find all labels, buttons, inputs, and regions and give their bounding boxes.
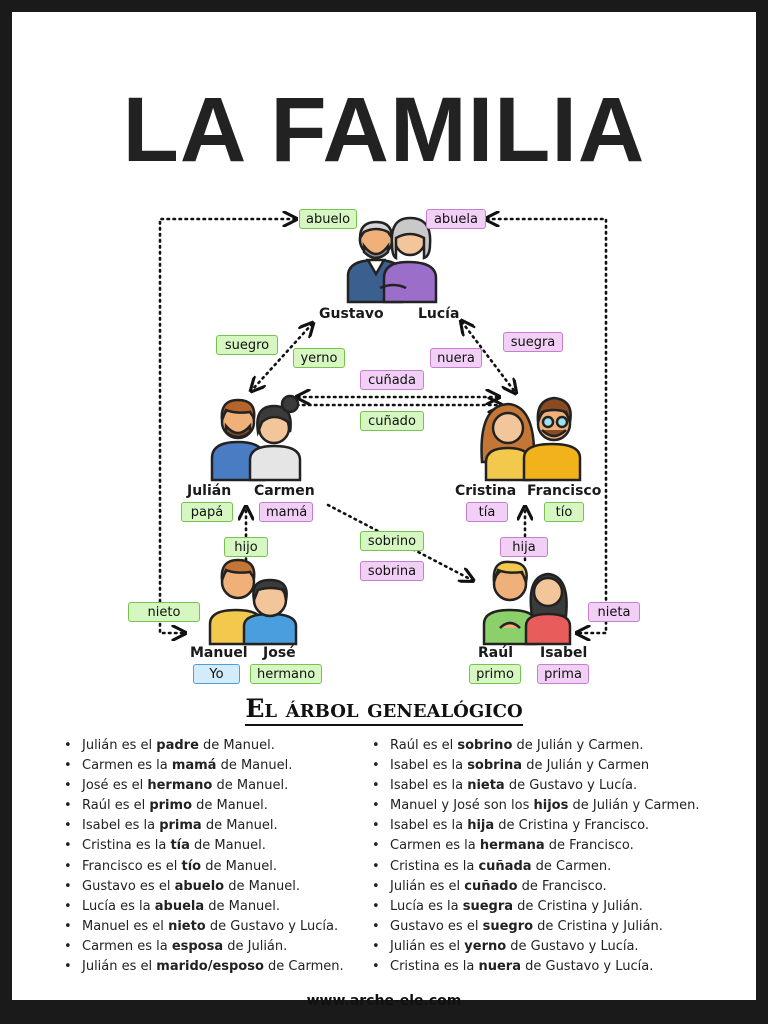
- list-item: Julián es el yerno de Gustavo y Lucía.: [372, 937, 700, 957]
- list-item: Carmen es la mamá de Manuel.: [64, 756, 344, 776]
- list-item: Gustavo es el abuelo de Manuel.: [64, 877, 344, 897]
- list-item: Raúl es el sobrino de Julián y Carmen.: [372, 736, 700, 756]
- name-lucia: Lucía: [418, 306, 460, 322]
- name-cristina: Cristina: [455, 483, 517, 499]
- list-item: Isabel es la sobrina de Julián y Carmen: [372, 756, 700, 776]
- list-item: Isabel es la nieta de Gustavo y Lucía.: [372, 776, 700, 796]
- tag-primo: primo: [469, 664, 521, 684]
- list-item: Manuel es el nieto de Gustavo y Lucía.: [64, 917, 344, 937]
- list-item: Gustavo es el suegro de Cristina y Juliá…: [372, 917, 700, 937]
- list-item: Cristina es la cuñada de Carmen.: [372, 857, 700, 877]
- tag-hermano: hermano: [250, 664, 322, 684]
- tag-papa: papá: [181, 502, 233, 522]
- footer-url: www.arche-ele.com: [306, 993, 462, 1009]
- list-item: Carmen es la esposa de Julián.: [64, 937, 344, 957]
- tag-suegra: suegra: [503, 332, 563, 352]
- tag-yo: Yo: [193, 664, 240, 684]
- tag-hijo: hijo: [224, 537, 268, 557]
- julian-carmen-icon: [210, 394, 302, 482]
- list-item: José es el hermano de Manuel.: [64, 776, 344, 796]
- list-item: Julián es el padre de Manuel.: [64, 736, 344, 756]
- name-carmen: Carmen: [254, 483, 315, 499]
- tag-abuela: abuela: [426, 209, 486, 229]
- list-item: Carmen es la hermana de Francisco.: [372, 836, 700, 856]
- tag-abuelo: abuelo: [299, 209, 357, 229]
- name-jose: José: [263, 645, 296, 661]
- right-sentence-list: Raúl es el sobrino de Julián y Carmen.Is…: [372, 736, 700, 977]
- tag-cunada: cuñada: [360, 370, 424, 390]
- tag-prima: prima: [537, 664, 589, 684]
- list-item: Lucía es la suegra de Cristina y Julián.: [372, 897, 700, 917]
- tag-tia: tía: [466, 502, 508, 522]
- tag-sobrina: sobrina: [360, 561, 424, 581]
- tag-nieta: nieta: [588, 602, 640, 622]
- name-francisco: Francisco: [527, 483, 602, 499]
- tag-tio: tío: [544, 502, 584, 522]
- cristina-francisco-icon: [480, 396, 582, 482]
- list-item: Raúl es el primo de Manuel.: [64, 796, 344, 816]
- name-raul: Raúl: [478, 645, 513, 661]
- list-item: Manuel y José son los hijos de Julián y …: [372, 796, 700, 816]
- tag-cunado: cuñado: [360, 411, 424, 431]
- raul-isabel-icon: [482, 560, 572, 646]
- grandparents-icon: [346, 216, 438, 304]
- list-item: Julián es el marido/esposo de Carmen.: [64, 957, 344, 977]
- section-subtitle: El árbol genealógico: [0, 694, 768, 726]
- list-item: Isabel es la hija de Cristina y Francisc…: [372, 816, 700, 836]
- tag-hija: hija: [500, 537, 548, 557]
- page-title: LA FAMILIA: [122, 79, 646, 181]
- name-isabel: Isabel: [540, 645, 588, 661]
- left-sentence-list: Julián es el padre de Manuel.Carmen es l…: [64, 736, 344, 977]
- tag-sobrino: sobrino: [360, 531, 424, 551]
- tag-mama: mamá: [259, 502, 313, 522]
- tag-nieto: nieto: [128, 602, 200, 622]
- list-item: Julián es el cuñado de Francisco.: [372, 877, 700, 897]
- name-julian: Julián: [187, 483, 232, 499]
- list-item: Cristina es la tía de Manuel.: [64, 836, 344, 856]
- list-item: Isabel es la prima de Manuel.: [64, 816, 344, 836]
- list-item: Francisco es el tío de Manuel.: [64, 857, 344, 877]
- list-item: Lucía es la abuela de Manuel.: [64, 897, 344, 917]
- name-gustavo: Gustavo: [319, 306, 384, 322]
- name-manuel: Manuel: [190, 645, 248, 661]
- manuel-jose-icon: [208, 558, 298, 646]
- tag-nuera: nuera: [430, 348, 482, 368]
- list-item: Cristina es la nuera de Gustavo y Lucía.: [372, 957, 700, 977]
- relationship-arrows: [158, 0, 608, 700]
- tag-suegro: suegro: [216, 335, 278, 355]
- tag-yerno: yerno: [293, 348, 345, 368]
